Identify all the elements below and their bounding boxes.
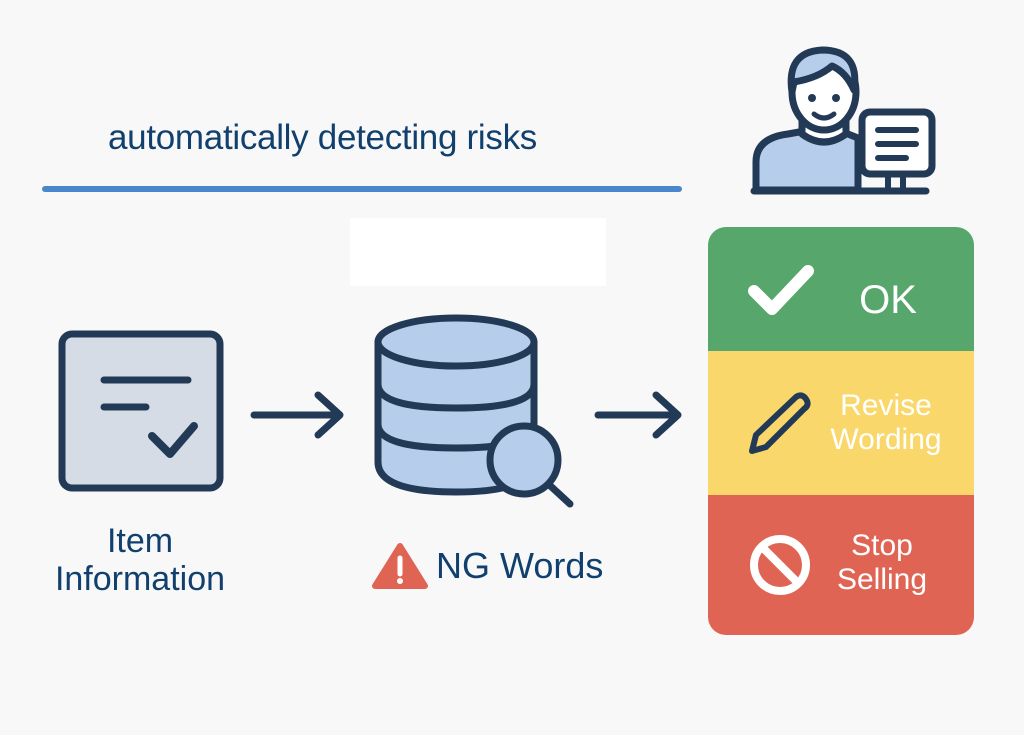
stop-line1: Stop	[851, 529, 913, 562]
warning-icon	[372, 543, 428, 589]
result-revise-label: Revise Wording	[816, 389, 956, 457]
arrow-right-icon	[594, 391, 682, 439]
stop-line2: Selling	[836, 563, 928, 596]
result-stop-selling: Stop Selling	[708, 495, 974, 635]
prohibited-icon	[750, 535, 810, 595]
revise-line1: Revise	[840, 389, 932, 422]
database-search-icon	[374, 314, 574, 508]
item-label-line1: Item	[106, 522, 174, 560]
result-ok: OK	[708, 227, 974, 351]
item-label-line2: Information	[54, 560, 226, 598]
person-with-monitor-icon	[750, 46, 936, 195]
checkmark-icon	[748, 265, 814, 315]
ng-words-text: NG Words	[436, 545, 604, 586]
diagram-title: automatically detecting risks	[108, 118, 537, 157]
arrow-right-icon	[250, 391, 344, 439]
document-check-icon	[58, 330, 224, 492]
result-ok-label: OK	[859, 278, 917, 322]
item-information-label: Item Information	[30, 522, 250, 598]
results-panel: OK Revise Wording Stop Selling	[708, 227, 974, 635]
title-underline	[42, 186, 682, 192]
blank-placeholder-box	[350, 218, 606, 286]
result-revise-wording: Revise Wording	[708, 351, 974, 495]
revise-line2: Wording	[830, 423, 942, 456]
result-stop-label: Stop Selling	[816, 529, 948, 597]
pencil-icon	[749, 392, 811, 454]
ng-words-label: NG Words	[372, 543, 604, 589]
